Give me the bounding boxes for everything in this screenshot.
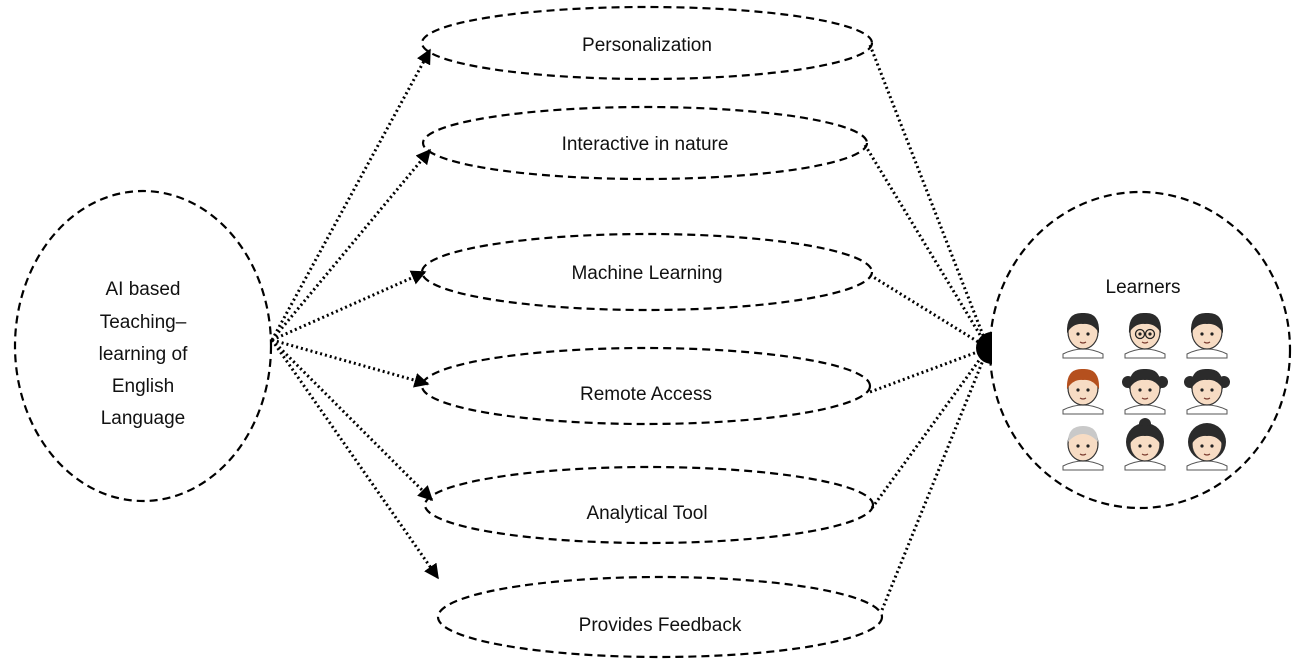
feature-label: Machine Learning bbox=[571, 263, 722, 284]
source-line-2: Teaching– bbox=[100, 312, 187, 333]
link-machine-learning-learners bbox=[869, 273, 989, 350]
feature-label: Interactive in nature bbox=[562, 134, 729, 155]
arrow-to-provides-feedback bbox=[270, 339, 440, 580]
learner-face-icon bbox=[1124, 418, 1166, 471]
feature-ellipse bbox=[436, 575, 884, 659]
arrow-to-interactive bbox=[270, 148, 432, 341]
learners-title: Learners bbox=[1106, 277, 1181, 298]
source-node: AI based Teaching– learning of English L… bbox=[13, 189, 273, 503]
feature-node-provides-feedback: Provides Feedback bbox=[436, 575, 884, 659]
arrow-to-analytical-tool bbox=[270, 338, 434, 502]
learners-node-ellipse bbox=[988, 190, 1292, 510]
feature-ellipse bbox=[421, 105, 869, 181]
feature-node-machine-learning: Machine Learning bbox=[420, 232, 874, 312]
learner-face-icon bbox=[1062, 368, 1104, 415]
feature-label: Analytical Tool bbox=[586, 503, 707, 524]
feature-ellipse bbox=[423, 465, 875, 545]
feature-label: Personalization bbox=[582, 35, 712, 56]
arrow-to-remote-access bbox=[271, 338, 430, 388]
feature-ellipse bbox=[420, 232, 874, 312]
feature-node-remote-access: Remote Access bbox=[420, 346, 872, 426]
feature-ellipse bbox=[420, 5, 874, 81]
learner-face-icon bbox=[1062, 426, 1104, 471]
link-provides-feedback-learners bbox=[880, 347, 990, 611]
source-line-5: Language bbox=[101, 408, 186, 429]
arrow-to-machine-learning bbox=[271, 270, 427, 342]
source-line-1: AI based bbox=[106, 279, 181, 300]
learner-face-icon bbox=[1186, 312, 1228, 359]
learner-face-icon bbox=[1122, 368, 1168, 415]
link-analytical-tool-learners bbox=[870, 347, 990, 509]
feature-node-interactive: Interactive in nature bbox=[421, 105, 869, 181]
learners-faces bbox=[1062, 312, 1230, 471]
learners-hub-marker bbox=[976, 332, 992, 364]
link-remote-access-learners bbox=[869, 346, 989, 394]
learner-face-icon bbox=[1124, 312, 1166, 359]
feature-node-analytical-tool: Analytical Tool bbox=[423, 465, 875, 545]
arrow-to-personalization bbox=[270, 48, 432, 341]
feature-label: Provides Feedback bbox=[579, 615, 742, 636]
source-node-ellipse bbox=[13, 189, 273, 503]
source-arrows bbox=[270, 48, 440, 580]
link-personalization-learners bbox=[868, 44, 990, 349]
feature-ellipse bbox=[420, 346, 872, 426]
feature-label: Remote Access bbox=[580, 384, 712, 405]
source-line-3: learning of bbox=[99, 344, 188, 365]
link-interactive-learners bbox=[863, 144, 990, 349]
learner-face-icon bbox=[1062, 312, 1104, 359]
feature-node-personalization: Personalization bbox=[420, 5, 874, 81]
learner-face-icon bbox=[1186, 423, 1228, 471]
source-line-4: English bbox=[112, 376, 174, 397]
learner-face-icon bbox=[1184, 368, 1230, 415]
learner-links bbox=[863, 44, 990, 611]
learners-node: Learners bbox=[988, 190, 1292, 510]
